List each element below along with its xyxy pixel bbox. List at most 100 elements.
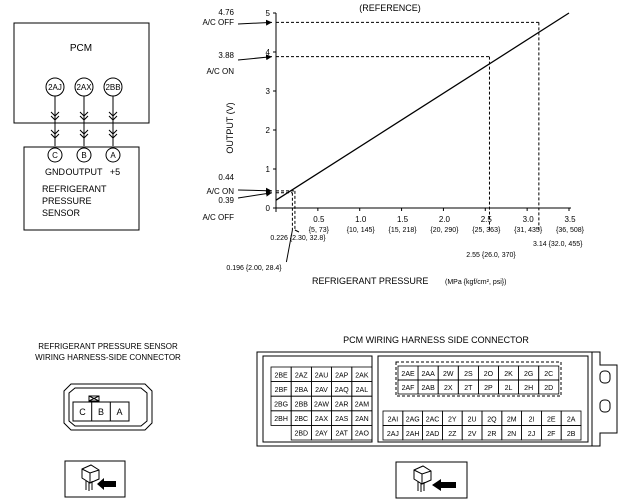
pin-label: 2AR: [335, 402, 349, 409]
pin-label: 2O: [484, 371, 494, 378]
sensor-title-line: PRESSURE: [42, 196, 92, 206]
x-tick-sublabel: {31, 435}: [514, 227, 543, 234]
pin-label: 2AH: [406, 431, 420, 438]
y-tick-label: 1: [266, 165, 271, 174]
pin-label: 2BG: [274, 402, 288, 409]
pin-label: 2L: [505, 385, 513, 392]
pcm-pin-2ax: 2AX: [74, 77, 94, 97]
sensor-pin-b: B: [76, 147, 92, 163]
reference-pressure-label: 3.14 {32.0, 455}: [533, 241, 583, 248]
pin-label: 2AK: [355, 372, 369, 379]
y-tick-label: 0: [266, 204, 271, 213]
pin-label: 2AZ: [295, 372, 309, 379]
pin-label: 2B: [567, 431, 576, 438]
sensor-title-line: SENSOR: [42, 208, 81, 218]
x-tick-label: 3.0: [523, 215, 535, 224]
sensor-connector-view: REFRIGERANT PRESSURE SENSOR WIRING HARNE…: [35, 342, 181, 498]
wire-bundle: [50, 96, 118, 146]
pin-label: 2BC: [294, 416, 308, 423]
reference-state-label: A/C OFF: [202, 213, 234, 222]
sensor-pin-c: C: [47, 147, 63, 163]
x-tick-label: 2.0: [439, 215, 451, 224]
sensor-connector-title-line: WIRING HARNESS-SIDE CONNECTOR: [35, 353, 181, 362]
sensor-pin-letter: B: [81, 151, 86, 160]
x-tick-sublabel: {10, 145}: [347, 227, 376, 234]
pin-cell: [351, 424, 373, 441]
reference-pressure-label: 0.226 {2.30, 32.8}: [270, 235, 326, 242]
pin-label: 2AG: [406, 416, 420, 423]
chart-reference-lines: [276, 21, 540, 230]
pin-label: 2AV: [315, 387, 328, 394]
pin-label: 2AT: [336, 431, 349, 438]
pin-label: 2AS: [335, 416, 349, 423]
x-tick-sublabel: {36, 508}: [556, 227, 585, 234]
pin-label: 2BA: [295, 387, 309, 394]
pin-label: 2AP: [335, 372, 349, 379]
sensor-pin-letter: A: [110, 151, 116, 160]
pcm-wiring-block: PCM 2AJ 2AX 2BB C: [13, 22, 150, 231]
pin-label: 2H: [524, 385, 533, 392]
pin-label: 2BE: [274, 372, 288, 379]
chart-title: (REFERENCE): [359, 3, 421, 13]
pin-label: 2AB: [422, 385, 436, 392]
reference-voltage-label: 3.88: [218, 51, 234, 60]
pin-label: 2AW: [314, 402, 329, 409]
pin-label: 2AQ: [335, 387, 350, 394]
pin-label: 2E: [547, 416, 556, 423]
pcm-connector-title: PCM WIRING HARNESS SIDE CONNECTOR: [343, 335, 529, 345]
sensor-connector-pin: B: [98, 407, 104, 417]
pin-label: 2AE: [401, 371, 415, 378]
pin-label: 2X: [444, 385, 453, 392]
sensor-title-line: REFRIGERANT: [42, 184, 107, 194]
pin-label: 2M: [507, 416, 517, 423]
pin-label: 2BH: [274, 416, 288, 423]
pcm-pin-label: 2AJ: [48, 83, 62, 92]
pin-label: 2T: [464, 385, 473, 392]
reference-arrow: [237, 187, 273, 194]
sensor-box: [23, 146, 140, 231]
pin-label: 2BD: [294, 431, 308, 438]
pin-label: 2F: [547, 431, 555, 438]
sensor-connector-pin: C: [79, 407, 86, 417]
pin-label: 2Q: [487, 416, 497, 423]
pcm-title: PCM: [70, 43, 92, 54]
sensor-pin-a: A: [105, 147, 121, 163]
x-axis-label: REFRIGERANT PRESSURE: [312, 276, 428, 286]
pin-label: 2A: [567, 416, 576, 423]
pin-label: 2AN: [355, 416, 369, 423]
x-tick-label: 3.5: [564, 215, 576, 224]
pin-label: 2K: [504, 371, 513, 378]
harness-side-view-icon: [64, 460, 126, 498]
x-tick-label: 1.0: [355, 215, 367, 224]
pin-label: 2V: [468, 431, 477, 438]
x-tick-label: 0.5: [313, 215, 325, 224]
reference-arrow: [237, 19, 273, 26]
x-tick-sublabel: {15, 218}: [389, 227, 418, 234]
sensor-connector-title-line: REFRIGERANT PRESSURE SENSOR: [38, 342, 178, 351]
x-axis-unit: (MPa {kgf/cm², psi}): [445, 279, 506, 286]
pin-label: 2AD: [426, 431, 440, 438]
pin-label: 2AY: [315, 431, 328, 438]
reference-voltage-label: 4.76: [218, 8, 234, 17]
sensor-connector-outline: [63, 383, 153, 431]
y-axis-label: OUTPUT (V): [225, 102, 235, 153]
reference-pressure-label: 2.55 {26.0, 370}: [466, 252, 516, 259]
pcm-connector-outline: [256, 351, 618, 447]
y-tick-label: 3: [266, 87, 271, 96]
pin-label: 2I: [529, 416, 535, 423]
reference-state-label: A/C ON: [206, 187, 234, 196]
x-tick-label: 1.5: [397, 215, 409, 224]
y-tick-label: 5: [266, 9, 271, 18]
pin-label: 2AL: [356, 387, 369, 394]
reference-arrow: [237, 54, 273, 61]
reference-pressure-label: 0.196 {2.00, 28.4}: [226, 265, 282, 272]
x-tick-sublabel: {25, 363}: [472, 227, 501, 234]
x-tick-sublabel: {5, 73}: [309, 227, 330, 234]
pin-label: 2D: [544, 385, 553, 392]
reference-state-label: A/C ON: [206, 67, 234, 76]
reference-arrow: [237, 190, 273, 199]
pcm-box: [13, 22, 150, 124]
pin-label: 2S: [464, 371, 473, 378]
